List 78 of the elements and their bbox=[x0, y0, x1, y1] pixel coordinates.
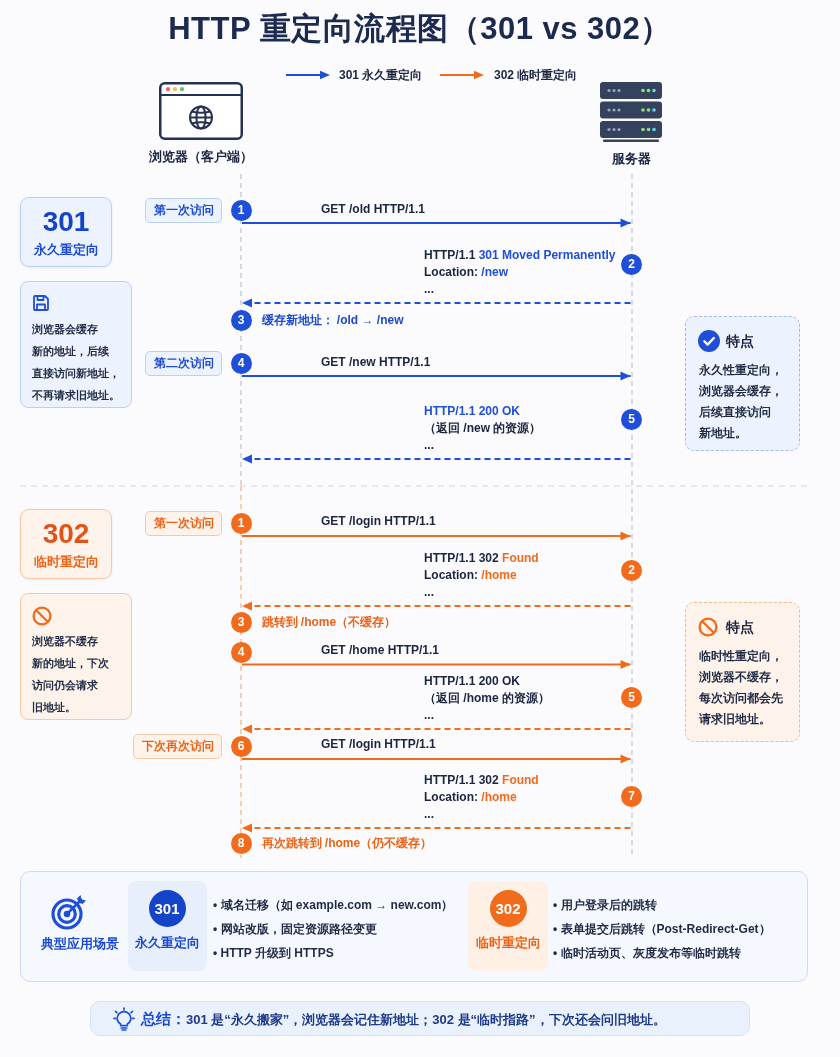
summary-text: 总结：301 是“永久搬家”，浏览器会记住新地址；302 是“临时指路”，下次还会问旧地址。 bbox=[141, 1009, 666, 1029]
dashed-arrow bbox=[241, 601, 632, 611]
arrow bbox=[241, 660, 632, 669]
scenario-heading: 典型应用场景 bbox=[41, 935, 119, 953]
lifeline bbox=[240, 174, 242, 858]
edge-label: GET /login HTTP/1.1 bbox=[321, 513, 436, 530]
status-code: 301 bbox=[42, 205, 90, 238]
dashed-arrow bbox=[241, 724, 632, 734]
dashed-arrow bbox=[241, 823, 632, 833]
feature-text: 临时性重定向，浏览器不缓存，每次访问都会先请求旧地址。 bbox=[699, 648, 784, 728]
step-number: 2 bbox=[621, 253, 642, 275]
step-number: 5 bbox=[621, 409, 642, 430]
bullet-item: • 临时活动页、灰度发布等临时跳转 bbox=[553, 945, 742, 962]
arrow bbox=[241, 754, 632, 764]
bullet-item: • 用户登录后的跳转 bbox=[553, 897, 658, 914]
step-number: 5 bbox=[621, 686, 642, 708]
scenario-group bbox=[468, 881, 548, 971]
redirect-type: 临时重定向 bbox=[33, 552, 99, 571]
redirect-type: 临时重定向 bbox=[475, 934, 541, 952]
status-card bbox=[20, 197, 112, 267]
step-number: 1 bbox=[230, 513, 252, 534]
participant-label: 浏览器（客户端） bbox=[149, 148, 253, 166]
edge-label: GET /new HTTP/1.1 bbox=[321, 354, 431, 371]
edge-label: GET /login HTTP/1.1 bbox=[321, 736, 436, 753]
bullet-item: • 网站改版，固定资源路径变更 bbox=[213, 921, 378, 938]
feature-text: 永久性重定向，浏览器会缓存，后续直接访问新地址。 bbox=[699, 362, 784, 442]
visit-label: 第一次访问 bbox=[145, 511, 222, 536]
edge-label: HTTP/1.1 200 OK （返回 /new 的资源） ... bbox=[424, 403, 542, 454]
edge-label: HTTP/1.1 200 OK （返回 /home 的资源） ... bbox=[424, 673, 550, 724]
step-number: 3 bbox=[230, 611, 252, 633]
redirect-type: 永久重定向 bbox=[135, 934, 200, 952]
summary-bar bbox=[90, 1001, 750, 1036]
visit-label: 下次再次访问 bbox=[133, 734, 222, 759]
arrow bbox=[241, 531, 632, 541]
step-note: 再次跳转到 /home（仍不缓存） bbox=[261, 835, 433, 852]
status-code: 301 bbox=[148, 889, 186, 927]
legend-label: 301 永久重定向 bbox=[339, 67, 423, 83]
arrow bbox=[241, 218, 632, 228]
step-number: 3 bbox=[230, 309, 252, 331]
info-card bbox=[20, 593, 132, 720]
title: HTTP 重定向流程图（301 vs 302） bbox=[168, 10, 672, 48]
dashed-arrow bbox=[241, 298, 632, 308]
step-number: 6 bbox=[230, 736, 252, 757]
feature-heading: 特点 bbox=[726, 332, 754, 351]
status-code: 302 bbox=[42, 517, 90, 550]
note-text: 浏览器不缓存新的地址，下次访问仍会请求旧地址。 bbox=[32, 634, 110, 715]
step-number: 7 bbox=[621, 785, 642, 807]
edge-label: HTTP/1.1 302 Found Location: /home ... bbox=[424, 550, 539, 601]
step-number: 4 bbox=[230, 641, 252, 663]
step-note: 缓存新地址： /old → /new bbox=[261, 312, 404, 329]
edge-label: HTTP/1.1 302 Found Location: /home ... bbox=[424, 772, 539, 823]
visit-label: 第一次访问 bbox=[145, 198, 222, 223]
step-number: 2 bbox=[621, 560, 642, 581]
edge-label: GET /home HTTP/1.1 bbox=[321, 642, 440, 659]
scenario-group bbox=[128, 881, 207, 971]
step-number: 1 bbox=[230, 200, 252, 221]
bullet-item: • 域名迁移（如 example.com → new.com） bbox=[213, 897, 454, 914]
status-code: 302 bbox=[489, 889, 527, 927]
feature-heading: 特点 bbox=[726, 618, 754, 637]
dashed-arrow bbox=[241, 454, 632, 464]
step-number: 8 bbox=[230, 832, 252, 854]
legend-label: 302 临时重定向 bbox=[494, 67, 578, 83]
status-card bbox=[20, 509, 112, 579]
step-note: 跳转到 /home（不缓存） bbox=[261, 614, 397, 631]
feature-card bbox=[685, 602, 800, 742]
step-number: 4 bbox=[230, 353, 252, 374]
feature-card bbox=[685, 316, 800, 451]
redirect-type: 永久重定向 bbox=[33, 240, 99, 259]
scenario-panel bbox=[20, 871, 808, 982]
info-card bbox=[20, 281, 132, 408]
arrow bbox=[241, 371, 632, 381]
note-text: 浏览器会缓存新的地址，后续直接访问新地址，不再请求旧地址。 bbox=[32, 322, 121, 403]
participant-label: 服务器 bbox=[611, 150, 651, 168]
edge-label: HTTP/1.1 301 Moved Permanently Location: /new ... bbox=[424, 247, 616, 298]
bullet-item: • 表单提交后跳转（Post-Redirect-Get） bbox=[553, 921, 771, 938]
edge-label: GET /old HTTP/1.1 bbox=[321, 201, 425, 218]
bullet-item: • HTTP 升级到 HTTPS bbox=[213, 945, 335, 962]
visit-label: 第二次访问 bbox=[145, 351, 222, 376]
